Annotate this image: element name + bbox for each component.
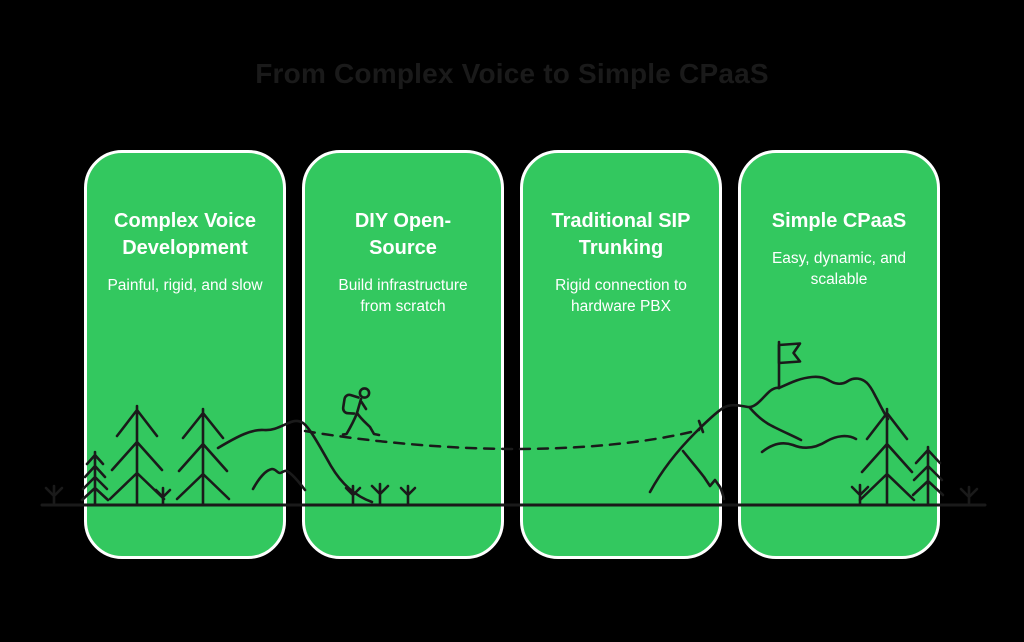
card-title: Complex Voice Development xyxy=(114,210,256,259)
card-title: DIY Open- Source xyxy=(354,210,452,259)
card-diy-open-source: DIY Open- Source Build infrastructure fr… xyxy=(302,150,504,559)
card-subtitle: Rigid connection to hardware PBX xyxy=(555,277,687,315)
stage-cards: Complex Voice Development Painful, rigid… xyxy=(84,150,940,559)
card-title: Simple CPaaS xyxy=(771,210,907,232)
card-title: Traditional SIP Trunking xyxy=(551,210,691,259)
card-subtitle: Painful, rigid, and slow xyxy=(107,277,263,294)
card-simple-cpaas: Simple CPaaS Easy, dynamic, and scalable xyxy=(738,150,940,559)
card-traditional-sip-trunking: Traditional SIP Trunking Rigid connectio… xyxy=(520,150,722,559)
card-subtitle: Build infrastructure from scratch xyxy=(338,277,468,315)
page-title: From Complex Voice to Simple CPaaS xyxy=(255,58,769,89)
card-subtitle: Easy, dynamic, and scalable xyxy=(771,250,907,288)
card-complex-voice-development: Complex Voice Development Painful, rigid… xyxy=(84,150,286,559)
